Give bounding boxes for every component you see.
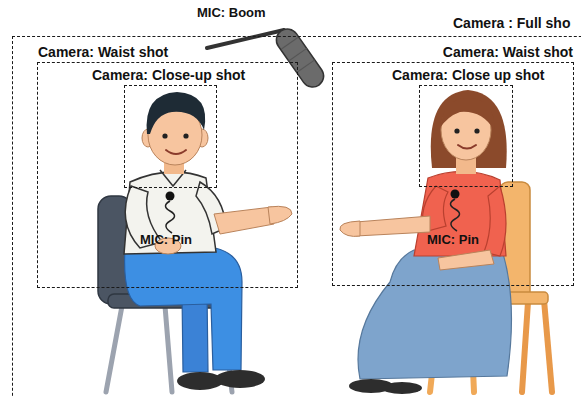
shot-frame: Camera: Close up shot: [419, 85, 513, 187]
woman-figure: [414, 171, 506, 256]
shot-label: Camera : Full sho: [453, 15, 570, 31]
pin-mic-icon: [451, 190, 460, 199]
left-chair: [165, 306, 172, 392]
shot-label: Camera: Close-up shot: [92, 67, 245, 83]
woman-figure: [438, 250, 494, 270]
boom-mic: [207, 30, 284, 48]
woman-figure: [484, 186, 506, 256]
woman-figure: [440, 98, 494, 130]
shot-label: Camera: Close up shot: [392, 67, 544, 83]
mic-label: MIC: Boom: [197, 5, 266, 20]
mic-label: MIC: Pin: [427, 232, 479, 247]
pin-mic-icon: [451, 190, 460, 232]
boom-mic: [272, 25, 328, 92]
woman-figure: [356, 216, 430, 236]
man-figure: [147, 92, 206, 134]
pin-mic-icon: [166, 192, 175, 234]
man-figure: [125, 248, 242, 370]
right-chair: [544, 300, 552, 392]
left-chair: [106, 306, 122, 392]
boom-mic: [297, 60, 315, 73]
man-figure: [124, 92, 292, 390]
woman-figure: [340, 90, 512, 394]
woman-figure: [454, 128, 459, 133]
shot-frame: Camera: Close-up shot: [124, 85, 217, 188]
man-figure: [166, 150, 186, 154]
pin-mic-icon: [451, 199, 460, 231]
man-figure: [214, 207, 274, 234]
woman-figure: [382, 382, 422, 394]
woman-figure: [340, 221, 360, 236]
boom-mic: [272, 25, 328, 92]
boom-mic: [289, 48, 307, 61]
woman-figure: [458, 145, 476, 149]
shot-frame: Camera: Waist shotCamera: Close-up shot: [37, 62, 298, 288]
man-figure: [215, 370, 265, 388]
shot-label: Camera: Waist shot: [38, 44, 168, 60]
woman-figure: [474, 128, 479, 133]
man-figure: [183, 133, 188, 138]
man-figure: [162, 133, 167, 138]
pin-mic-icon: [166, 201, 175, 233]
woman-figure: [358, 250, 511, 379]
shot-label: Camera: Waist shot: [443, 44, 573, 60]
man-figure: [268, 206, 292, 224]
woman-figure: [431, 90, 507, 168]
pin-mic-icon: [166, 192, 175, 201]
shot-frame: Camera: Waist shotCamera: Close up shot: [332, 62, 574, 286]
boom-mic: [281, 38, 297, 49]
right-chair: [522, 302, 528, 392]
mic-label: MIC: Pin: [140, 232, 192, 247]
shot-frame: Camera : Full shoCamera: Waist shotCamer…: [12, 36, 581, 396]
